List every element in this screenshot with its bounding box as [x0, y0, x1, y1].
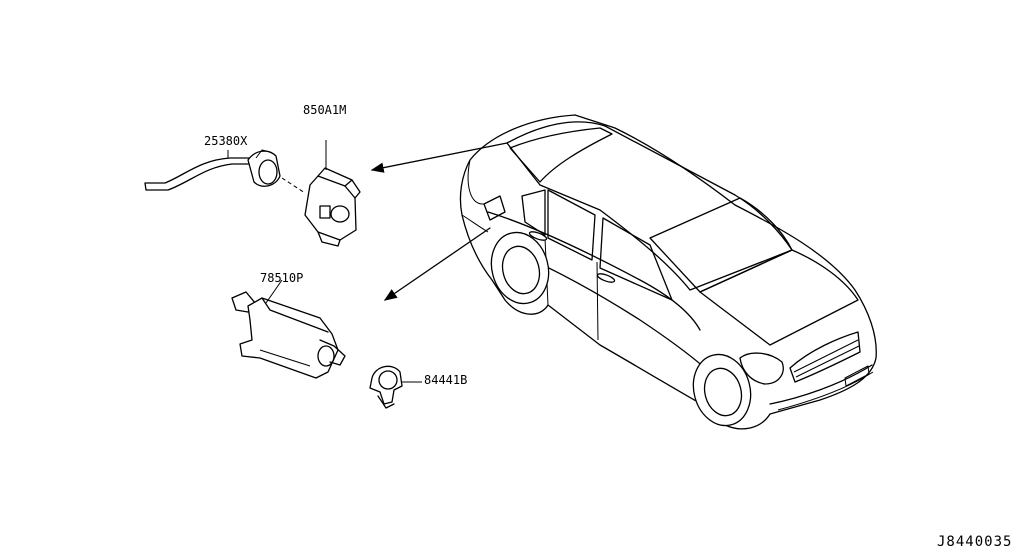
- label-78510P: 78510P: [260, 271, 304, 285]
- label-850A1M: 850A1M: [303, 103, 347, 117]
- arrow-to-78510P: [383, 227, 491, 301]
- actuator-78510p-illustration: [231, 279, 346, 379]
- label-84441B: 84441B: [424, 373, 468, 387]
- camera-850a1m-illustration: [304, 140, 361, 247]
- clip-84441b-illustration: [369, 365, 422, 409]
- arrow-to-850A1M: [370, 142, 508, 173]
- diagram-code: J8440035: [937, 534, 1013, 550]
- sedan-illustration: [459, 114, 877, 430]
- cable-25380x-illustration: [144, 149, 306, 194]
- label-25380X: 25380X: [204, 134, 248, 148]
